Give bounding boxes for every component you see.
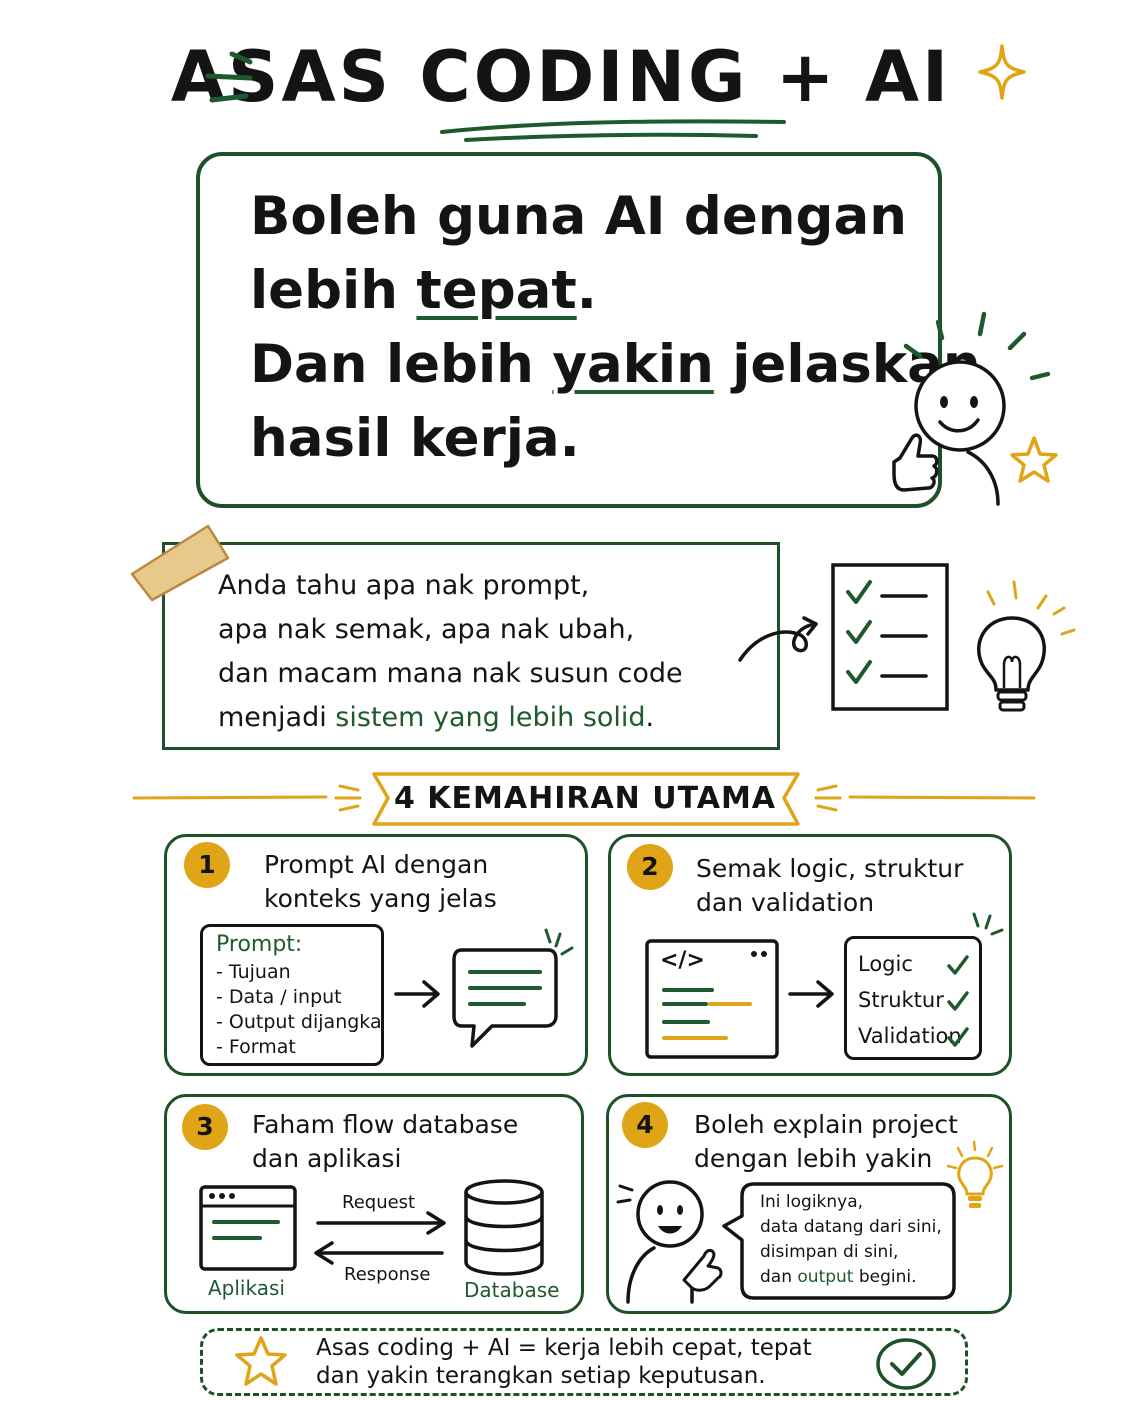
checklist-icon <box>831 563 949 711</box>
speech-line-2: data datang dari sini, <box>760 1217 942 1237</box>
card-2-title-line-1: Semak logic, struktur <box>696 854 964 883</box>
check-item: Logic <box>858 946 974 982</box>
database-icon <box>464 1179 544 1276</box>
arrow-right-icon <box>788 980 834 1008</box>
intro-line-4: menjadi sistem yang lebih solid. <box>218 696 683 740</box>
card-3-title: Faham flow database dan aplikasi <box>252 1108 518 1176</box>
hero-line-3-pre: Dan lebih <box>250 334 553 395</box>
footer-box <box>200 1328 968 1396</box>
page-title: ASAS CODING + AI <box>170 36 952 118</box>
code-tag-icon: </> <box>660 948 705 973</box>
intro-box <box>162 542 780 750</box>
hero-line-2-post: . <box>576 260 597 321</box>
speech-line-4-pre: dan <box>760 1267 798 1287</box>
curly-arrow-icon <box>738 616 818 662</box>
hero-line-4: hasil kerja. <box>250 408 580 469</box>
sparkle-icon <box>978 44 1026 100</box>
tape-decoration <box>130 524 230 602</box>
checkmark-icon <box>947 955 969 975</box>
emphasis-lines-icon <box>205 51 253 103</box>
database-label: Database <box>464 1278 560 1302</box>
card-2-title: Semak logic, struktur dan validation <box>696 852 963 920</box>
check-item: Validation <box>858 1018 974 1054</box>
prompt-checklist-box <box>200 924 384 1066</box>
card-2-number: 2 <box>627 844 673 890</box>
intro-emphasis: sistem yang lebih solid <box>335 702 646 733</box>
card-1-title-line-2: konteks yang jelas <box>264 884 497 913</box>
check-circle-icon <box>876 1338 936 1390</box>
speech-line-4: dan output begini. <box>760 1265 942 1290</box>
check-item-label: Logic <box>858 952 913 976</box>
chat-bubble-icon <box>452 928 574 1048</box>
hero-line-1: Boleh guna AI dengan <box>250 186 907 247</box>
intro-line-4-pre: menjadi <box>218 702 336 733</box>
app-window-icon <box>199 1185 297 1271</box>
star-icon <box>235 1336 287 1386</box>
speech-line-4-post: begini. <box>853 1267 917 1287</box>
smiley-thumbs-up-icon <box>892 311 1058 506</box>
prompt-item: - Format <box>216 1036 296 1058</box>
hero-emphasis-tepat: tepat <box>416 260 577 321</box>
card-1-title-line-1: Prompt AI dengan <box>264 850 489 879</box>
speech-line-1: Ini logiknya, <box>760 1192 864 1212</box>
prompt-list: Prompt: - Tujuan - Data / input - Output… <box>216 930 382 1060</box>
code-window-icon <box>645 939 779 1059</box>
intro-line-1: Anda tahu apa nak prompt, <box>218 570 590 601</box>
prompt-item: - Output dijangka <box>216 1011 382 1033</box>
card-4-number: 4 <box>622 1102 668 1148</box>
card-4-title-line-1: Boleh explain project <box>694 1110 958 1139</box>
intro-line-2: apa nak semak, apa nak ubah, <box>218 614 635 645</box>
check-item-label: Struktur <box>858 988 944 1012</box>
card-3-number: 3 <box>182 1104 228 1150</box>
check-item: Struktur <box>858 982 974 1018</box>
arrow-left-icon <box>314 1241 444 1265</box>
emphasis-lines-icon <box>972 912 1004 936</box>
prompt-label: Prompt: <box>216 932 303 957</box>
card-2-title-line-2: dan validation <box>696 888 875 917</box>
checks-list: Logic Struktur Validation <box>858 946 974 1054</box>
person-pointing-icon <box>616 1180 723 1304</box>
app-label: Aplikasi <box>208 1276 285 1300</box>
hero-line-3: Dan lebih yakin jelaskan <box>250 328 981 402</box>
speech-line-3: disimpan di sini, <box>760 1242 899 1262</box>
speech-emphasis-output: output <box>797 1267 854 1287</box>
title-underline <box>440 119 786 142</box>
card-1-title: Prompt AI dengan konteks yang jelas <box>264 848 497 916</box>
card-4-title: Boleh explain project dengan lebih yakin <box>694 1108 958 1176</box>
request-label: Request <box>342 1192 416 1213</box>
hero-text: Boleh guna AI dengan lebih tepat. Dan le… <box>250 180 981 476</box>
footer-line-1: Asas coding + AI = kerja lebih cepat, te… <box>316 1335 812 1361</box>
section-divider <box>132 772 1036 826</box>
footer-text: Asas coding + AI = kerja lebih cepat, te… <box>316 1334 812 1390</box>
hero-box <box>196 152 942 508</box>
prompt-item: - Tujuan <box>216 961 291 983</box>
check-item-label: Validation <box>858 1024 962 1048</box>
card-3-title-line-2: dan aplikasi <box>252 1144 402 1173</box>
arrow-right-icon <box>316 1211 446 1235</box>
footer-line-2: dan yakin terangkan setiap keputusan. <box>316 1363 766 1389</box>
lightbulb-icon <box>946 1140 1004 1208</box>
intro-line-4-post: . <box>645 702 655 733</box>
speech-text: Ini logiknya, data datang dari sini, dis… <box>760 1190 942 1290</box>
hero-line-2: lebih tepat. <box>250 254 981 328</box>
arrow-right-icon <box>394 980 440 1008</box>
lightbulb-icon <box>977 580 1076 712</box>
speech-bubble-icon <box>722 1182 956 1300</box>
intro-line-3: dan macam mana nak susun code <box>218 658 683 689</box>
hero-line-2-pre: lebih <box>250 260 417 321</box>
hero-emphasis-yakin: yakin <box>552 334 714 395</box>
section-title: 4 KEMAHIRAN UTAMA <box>393 781 777 816</box>
card-1-number: 1 <box>184 842 230 888</box>
checkmark-icon <box>947 1027 969 1047</box>
checkmark-icon <box>947 991 969 1011</box>
response-label: Response <box>344 1264 431 1285</box>
prompt-item: - Data / input <box>216 986 342 1008</box>
intro-text: Anda tahu apa nak prompt, apa nak semak,… <box>218 564 683 740</box>
card-3-title-line-1: Faham flow database <box>252 1110 519 1139</box>
card-4-title-line-2: dengan lebih yakin <box>694 1144 933 1173</box>
